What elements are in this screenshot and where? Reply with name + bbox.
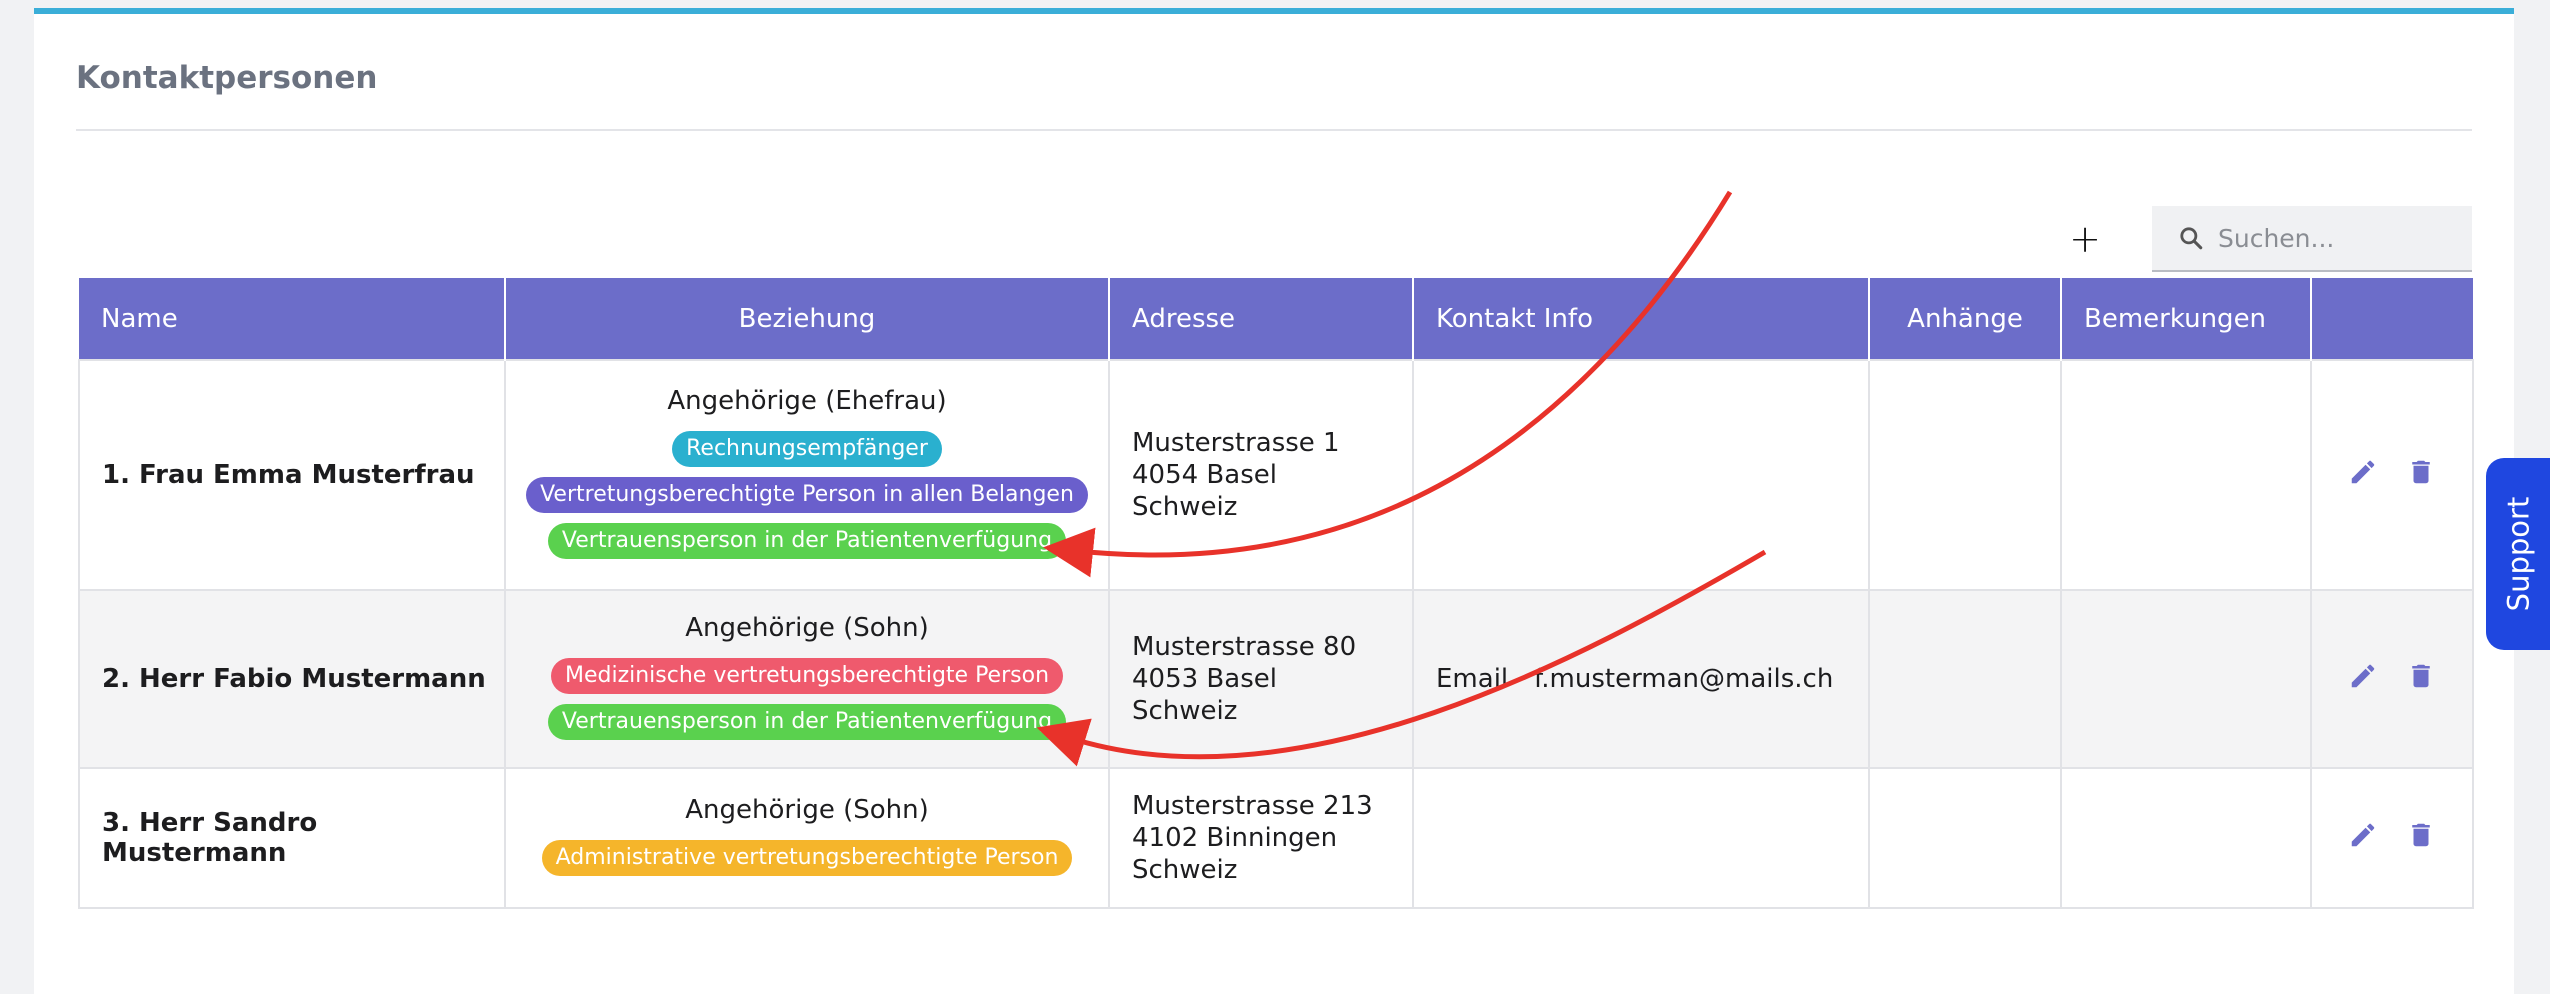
address-street: Musterstrasse 1 (1132, 428, 1340, 458)
table-row: 1. Frau Emma Musterfrau Angehörige (Ehef… (78, 359, 2474, 591)
column-header-beziehung[interactable]: Beziehung (505, 278, 1110, 360)
table-header-row: Name Beziehung Adresse Kontakt Info Anhä… (79, 278, 2473, 360)
column-header-actions (2311, 278, 2473, 360)
trash-icon (2412, 664, 2430, 687)
address-country: Schweiz (1132, 696, 1238, 726)
contact-info-value[interactable]: f.musterman@mails.ch (1534, 664, 1834, 694)
delete-button[interactable] (2406, 661, 2436, 698)
add-contact-button[interactable]: + (2069, 217, 2101, 261)
contact-name: 1. Frau Emma Musterfrau (78, 359, 506, 591)
delete-button[interactable] (2406, 820, 2436, 857)
pencil-icon (2351, 823, 2375, 846)
edit-button[interactable] (2348, 820, 2378, 857)
relation-cell: Angehörige (Sohn) Medizinische vertretun… (504, 589, 1110, 769)
support-label: Support (2501, 496, 2536, 612)
address-cell: Musterstrasse 80 4053 Basel Schweiz (1108, 589, 1414, 769)
role-badge: Vertrauensperson in der Patientenverfügu… (547, 523, 1067, 559)
relation-type: Angehörige (Sohn) (685, 795, 929, 825)
role-badge: Vertrauensperson in der Patientenverfügu… (547, 704, 1067, 740)
column-header-name[interactable]: Name (79, 278, 506, 360)
address-cell: Musterstrasse 1 4054 Basel Schweiz (1108, 359, 1414, 591)
column-header-bemerkungen[interactable]: Bemerkungen (2061, 278, 2312, 360)
remarks-cell (2060, 767, 2312, 909)
pencil-icon (2351, 460, 2375, 483)
remarks-cell (2060, 589, 2312, 769)
address-city: 4102 Binningen (1132, 823, 1338, 853)
role-badge: Rechnungsempfänger (672, 431, 942, 467)
column-header-anhaenge[interactable]: Anhänge (1869, 278, 2062, 360)
pencil-icon (2351, 664, 2375, 687)
attachments-cell (1868, 359, 2062, 591)
role-badge: Vertretungsberechtigte Person in allen B… (526, 477, 1088, 513)
relation-type: Angehörige (Ehefrau) (667, 386, 947, 416)
section-title: Kontaktpersonen (76, 60, 378, 96)
role-badge: Medizinische vertretungsberechtigte Pers… (550, 658, 1064, 694)
actions-cell (2310, 767, 2474, 909)
contact-info-cell (1412, 359, 1870, 591)
column-header-kontakt-info[interactable]: Kontakt Info (1413, 278, 1870, 360)
attachments-cell (1868, 589, 2062, 769)
address-city: 4054 Basel (1132, 460, 1277, 490)
contact-info-label: Email (1436, 664, 1509, 694)
edit-button[interactable] (2348, 457, 2378, 494)
search-input[interactable] (2218, 223, 2458, 253)
trash-icon (2412, 460, 2430, 483)
actions-cell (2310, 359, 2474, 591)
remarks-cell (2060, 359, 2312, 591)
contact-name: 3. Herr Sandro Mustermann (78, 767, 506, 909)
table-row: 2. Herr Fabio Mustermann Angehörige (Soh… (78, 589, 2474, 769)
trash-icon (2412, 823, 2430, 846)
relation-cell: Angehörige (Sohn) Administrative vertret… (504, 767, 1110, 909)
contact-info-cell (1412, 767, 1870, 909)
relation-cell: Angehörige (Ehefrau) Rechnungsempfänger … (504, 359, 1110, 591)
support-tab[interactable]: Support (2486, 458, 2550, 650)
actions-cell (2310, 589, 2474, 769)
contacts-table: Name Beziehung Adresse Kontakt Info Anhä… (78, 278, 2474, 909)
attachments-cell (1868, 767, 2062, 909)
relation-type: Angehörige (Sohn) (685, 613, 929, 643)
address-city: 4053 Basel (1132, 664, 1277, 694)
contact-name: 2. Herr Fabio Mustermann (78, 589, 506, 769)
address-cell: Musterstrasse 213 4102 Binningen Schweiz (1108, 767, 1414, 909)
column-header-adresse[interactable]: Adresse (1109, 278, 1414, 360)
address-country: Schweiz (1132, 492, 1238, 522)
edit-button[interactable] (2348, 661, 2378, 698)
address-street: Musterstrasse 213 (1132, 791, 1373, 821)
search-box[interactable] (2152, 206, 2472, 272)
delete-button[interactable] (2406, 457, 2436, 494)
address-country: Schweiz (1132, 855, 1238, 885)
contact-info-cell: Email f.musterman@mails.ch (1412, 589, 1870, 769)
table-row: 3. Herr Sandro Mustermann Angehörige (So… (78, 767, 2474, 909)
role-badge: Administrative vertretungsberechtigte Pe… (541, 840, 1073, 876)
title-divider (76, 129, 2472, 131)
address-street: Musterstrasse 80 (1132, 632, 1357, 662)
search-icon (2180, 227, 2203, 250)
